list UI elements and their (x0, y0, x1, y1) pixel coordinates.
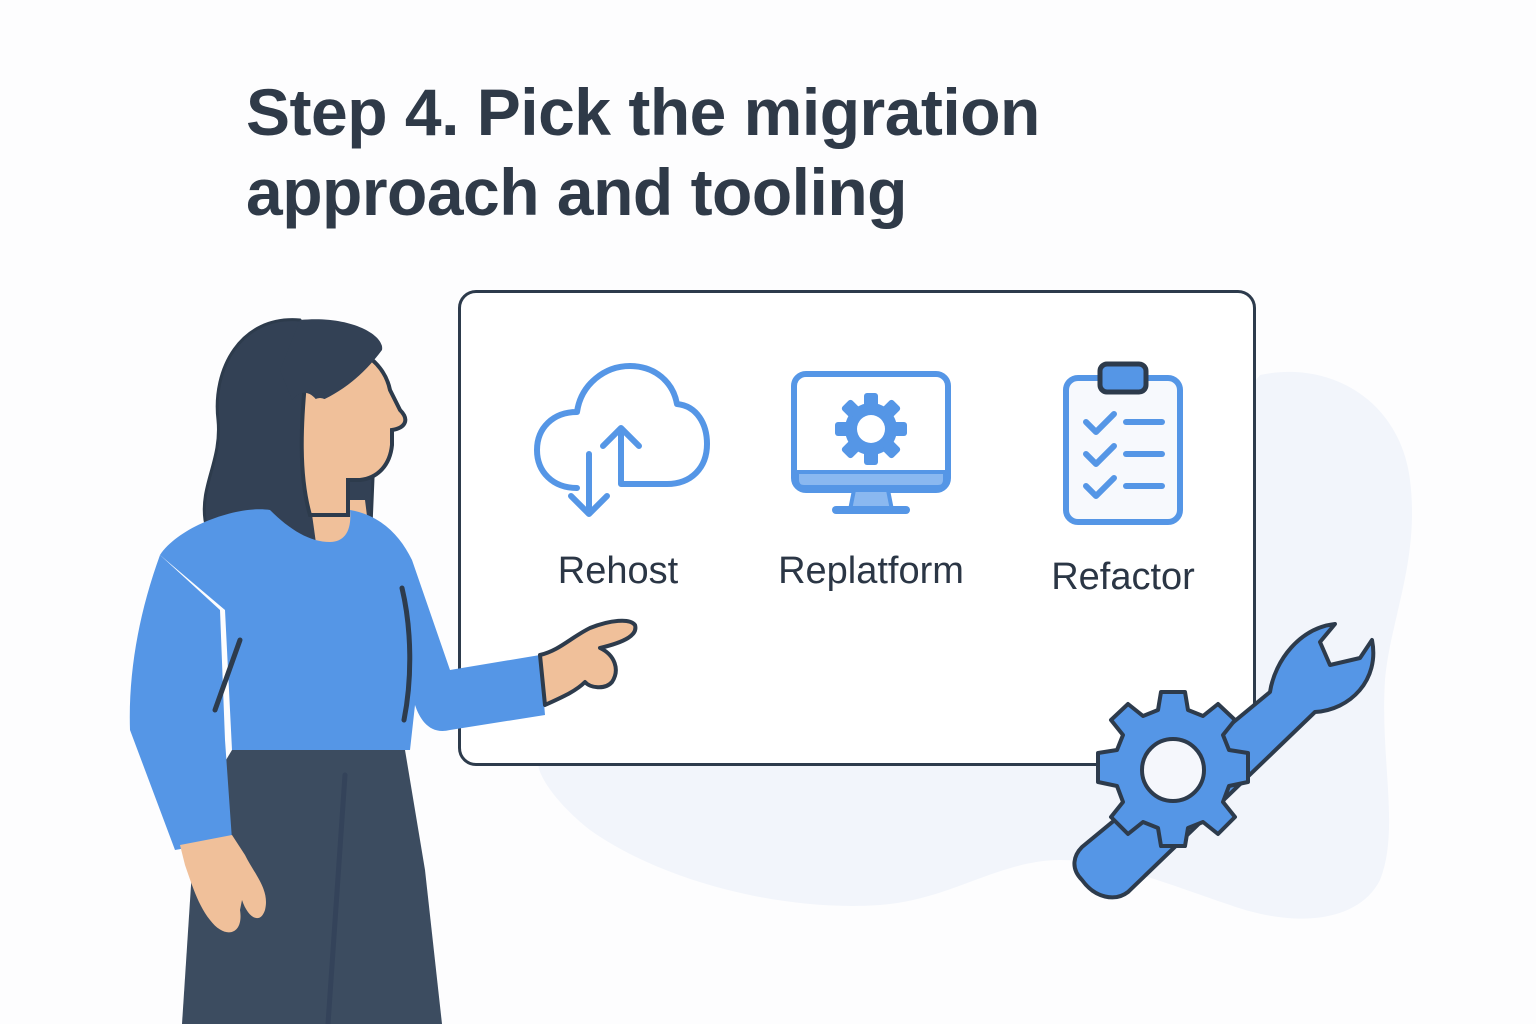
title-line-1: Step 4. Pick the migration (246, 75, 1040, 149)
pants (182, 750, 442, 1024)
option-replatform[interactable]: Replatform (758, 360, 984, 593)
option-label-replatform: Replatform (778, 550, 964, 592)
person-illustration (129, 318, 638, 1024)
option-label-rehost: Rehost (557, 550, 679, 592)
option-label-refactor: Refactor (1051, 556, 1195, 598)
left-arm (129, 555, 232, 850)
left-hand (180, 835, 266, 933)
gear-wrench-icon (1072, 622, 1376, 900)
page-title: Step 4. Pick the migration approach and … (246, 72, 1040, 232)
pointing-hand (538, 618, 638, 707)
title-line-2: approach and tooling (246, 155, 907, 229)
monitor-gear-icon (791, 371, 951, 514)
option-refactor[interactable]: Refactor (1030, 360, 1216, 599)
clipboard-checklist-icon (1063, 361, 1183, 525)
option-rehost[interactable]: Rehost (520, 360, 716, 593)
cloud-upload-download-icon (534, 363, 710, 517)
shirt (160, 509, 545, 750)
